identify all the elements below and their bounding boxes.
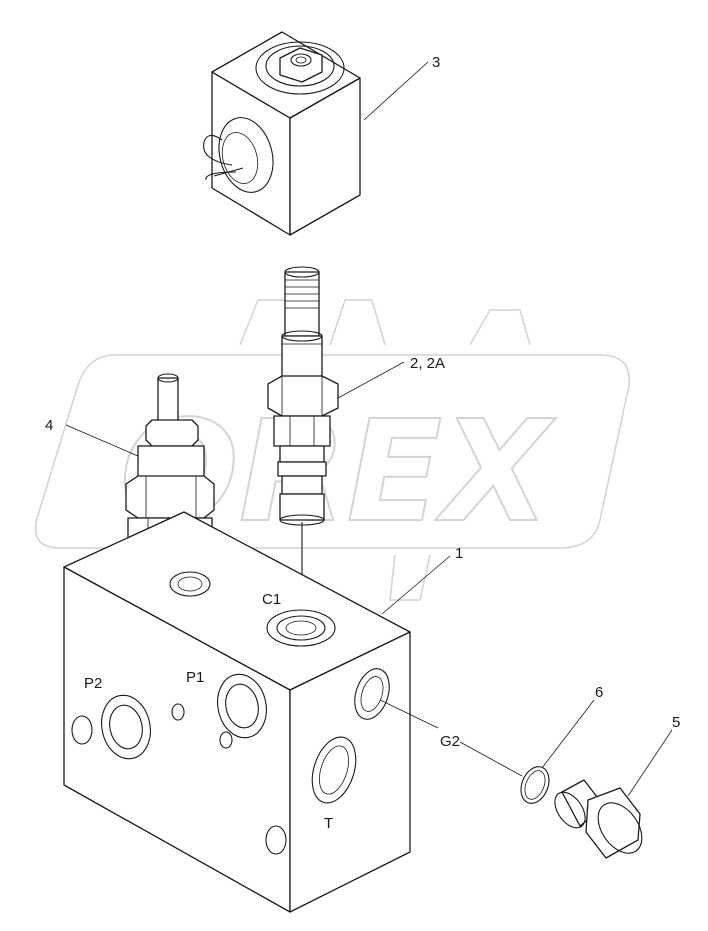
cartridge-valve	[267, 266, 339, 628]
solenoid-coil	[203, 31, 361, 236]
callout-2-2a: 2, 2A	[410, 355, 445, 372]
callout-6: 6	[595, 684, 603, 701]
o-ring	[520, 766, 550, 804]
port-label-t: T	[324, 815, 333, 832]
port-label-c1: C1	[262, 591, 281, 608]
port-label-p1: P1	[186, 669, 204, 686]
plug	[554, 779, 643, 859]
callout-3: 3	[432, 54, 440, 71]
leader-lines	[65, 61, 673, 797]
valve-block	[63, 511, 411, 913]
port-label-p2: P2	[84, 675, 102, 692]
callout-1: 1	[455, 545, 463, 562]
callout-5: 5	[672, 714, 680, 731]
port-label-g2: G2	[440, 733, 460, 750]
callout-4: 4	[45, 417, 53, 434]
